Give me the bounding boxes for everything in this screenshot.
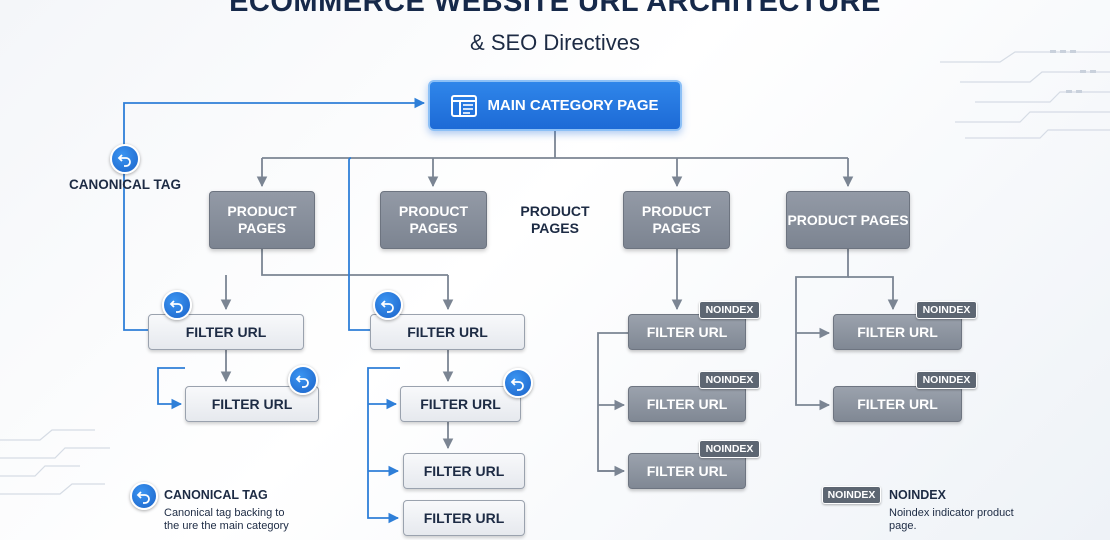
product-pages-label: PRODUCT PAGES xyxy=(641,203,712,236)
filter-url-label: FILTER URL xyxy=(646,395,728,412)
filter-url-node-7[interactable]: FILTER URL xyxy=(628,314,746,350)
diagram-subtitle: & SEO Directives xyxy=(470,30,640,55)
noindex-badge: NOINDEX xyxy=(916,301,977,319)
legend-noindex-title: NOINDEX xyxy=(889,488,946,502)
filter-url-node-3[interactable]: FILTER URL xyxy=(370,314,525,350)
product-pages-node-3: PRODUCT PAGES xyxy=(520,203,590,236)
product-pages-node-1[interactable]: PRODUCT PAGES xyxy=(209,191,315,249)
filter-url-node-5[interactable]: FILTER URL xyxy=(403,453,525,489)
noindex-badge: NOINDEX xyxy=(699,440,760,458)
diagram-title: ECOMMERCE WEBSITE URL ARCHITECTURE xyxy=(229,0,881,18)
canonical-return-icon xyxy=(503,368,533,398)
legend-noindex-badge: NOINDEX xyxy=(822,486,881,504)
decorative-circuit-lines xyxy=(0,51,1110,495)
filter-url-label: FILTER URL xyxy=(857,323,938,340)
filter-url-label: FILTER URL xyxy=(646,462,728,479)
canonical-tag-label: CANONICAL TAG xyxy=(69,177,181,192)
filter-url-node-8[interactable]: FILTER URL xyxy=(628,386,746,422)
filter-url-node-9[interactable]: FILTER URL xyxy=(628,453,746,489)
filter-url-node-6[interactable]: FILTER URL xyxy=(403,500,525,536)
filter-url-node-10[interactable]: FILTER URL xyxy=(833,314,962,350)
filter-url-label: FILTER URL xyxy=(646,323,728,340)
legend-canonical-description: Canonical tag backing to the ure the mai… xyxy=(164,507,289,532)
product-pages-node-2[interactable]: PRODUCT PAGES xyxy=(380,191,487,249)
canonical-return-icon xyxy=(373,290,403,320)
noindex-badge: NOINDEX xyxy=(699,301,760,319)
product-pages-node-4[interactable]: PRODUCT PAGES xyxy=(623,191,730,249)
filter-url-label: FILTER URL xyxy=(407,323,488,340)
filter-url-label: FILTER URL xyxy=(423,462,505,479)
noindex-badge: NOINDEX xyxy=(916,371,977,389)
product-pages-node-5[interactable]: PRODUCT PAGES xyxy=(786,191,910,249)
filter-url-node-11[interactable]: FILTER URL xyxy=(833,386,962,422)
canonical-return-icon xyxy=(110,144,140,174)
noindex-badge: NOINDEX xyxy=(699,371,760,389)
filter-url-label: FILTER URL xyxy=(211,395,293,412)
filter-url-node-1[interactable]: FILTER URL xyxy=(148,314,304,350)
filter-url-label: FILTER URL xyxy=(185,323,267,340)
filter-url-label: FILTER URL xyxy=(857,395,938,412)
legend-canonical-icon xyxy=(130,482,158,510)
filter-url-label: FILTER URL xyxy=(420,395,501,412)
canonical-return-icon xyxy=(162,290,192,320)
main-category-label: MAIN CATEGORY PAGE xyxy=(487,97,659,114)
product-pages-label: PRODUCT PAGES xyxy=(787,211,909,228)
legend-noindex-description: Noindex indicator product page. xyxy=(889,507,1014,532)
main-category-node[interactable]: MAIN CATEGORY PAGE xyxy=(428,80,682,131)
page-layout-icon xyxy=(451,94,478,117)
product-pages-label: PRODUCT PAGES xyxy=(227,203,297,236)
filter-url-label: FILTER URL xyxy=(423,509,505,526)
canonical-return-icon xyxy=(288,365,318,395)
product-pages-label: PRODUCT PAGES xyxy=(398,203,469,236)
filter-url-node-4[interactable]: FILTER URL xyxy=(400,386,521,422)
legend-canonical-title: CANONICAL TAG xyxy=(164,488,268,502)
